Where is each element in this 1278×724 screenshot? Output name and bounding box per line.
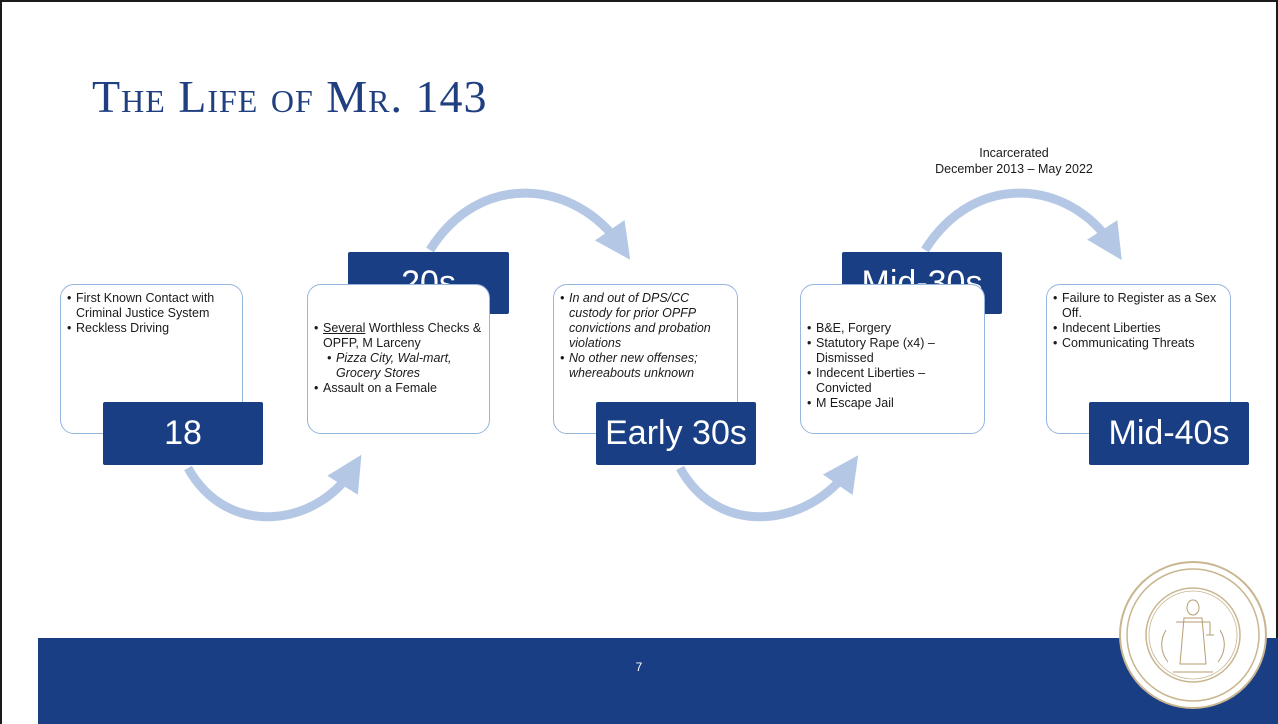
stage-mid30s-item: Statutory Rape (x4) – Dismissed bbox=[807, 336, 980, 366]
stage-18-item: First Known Contact with Criminal Justic… bbox=[67, 291, 238, 321]
incarceration-note: Incarcerated December 2013 – May 2022 bbox=[906, 145, 1122, 177]
arrow-18-to-20s bbox=[184, 454, 362, 522]
stage-mid40s-item: Communicating Threats bbox=[1053, 336, 1226, 351]
stage-mid40s-item: Failure to Register as a Sex Off. bbox=[1053, 291, 1226, 321]
arrow-early30s-to-mid30s bbox=[676, 455, 859, 522]
page-number: 7 bbox=[635, 660, 643, 674]
slide-border-right bbox=[1276, 0, 1278, 724]
slide-title: The Life of Mr. 143 bbox=[92, 71, 488, 122]
stage-20s-subitem: Pizza City, Wal-mart, Grocery Stores bbox=[314, 351, 485, 381]
court-seal-logo bbox=[1119, 561, 1267, 709]
stage-mid30s-item: Indecent Liberties – Convicted bbox=[807, 366, 980, 396]
stage-mid40s-item: Indecent Liberties bbox=[1053, 321, 1226, 336]
arrow-20s-to-early30s bbox=[426, 188, 631, 260]
stage-early30s-item: In and out of DPS/CC custody for prior O… bbox=[560, 291, 733, 351]
stage-badge-mid40s: Mid-40s bbox=[1089, 402, 1249, 465]
slide-border-left bbox=[0, 0, 2, 724]
stage-early30s-item: No other new offenses; whereabouts unkno… bbox=[560, 351, 733, 381]
stage-mid30s-item: M Escape Jail bbox=[807, 396, 980, 411]
stage-mid30s-item: B&E, Forgery bbox=[807, 321, 980, 336]
stage-20s-item-underlined: Several bbox=[323, 321, 366, 335]
stage-20s-item: Assault on a Female bbox=[314, 381, 485, 396]
footer-band bbox=[38, 638, 1278, 724]
stage-card-20s: Several Worthless Checks & OPFP, M Larce… bbox=[307, 284, 490, 434]
stage-badge-18: 18 bbox=[103, 402, 263, 465]
stage-20s-item-rest: Worthless Checks & OPFP, M Larceny bbox=[323, 321, 482, 350]
stage-card-mid30s: B&E, Forgery Statutory Rape (x4) – Dismi… bbox=[800, 284, 985, 434]
arrow-mid30s-to-mid40s bbox=[921, 188, 1122, 261]
incarceration-label: Incarcerated bbox=[979, 146, 1049, 160]
stage-badge-early30s: Early 30s bbox=[596, 402, 756, 465]
slide-border-top bbox=[0, 0, 1278, 2]
incarceration-dates: December 2013 – May 2022 bbox=[935, 162, 1093, 176]
stage-18-item: Reckless Driving bbox=[67, 321, 238, 336]
stage-20s-item: Several Worthless Checks & OPFP, M Larce… bbox=[314, 321, 485, 351]
